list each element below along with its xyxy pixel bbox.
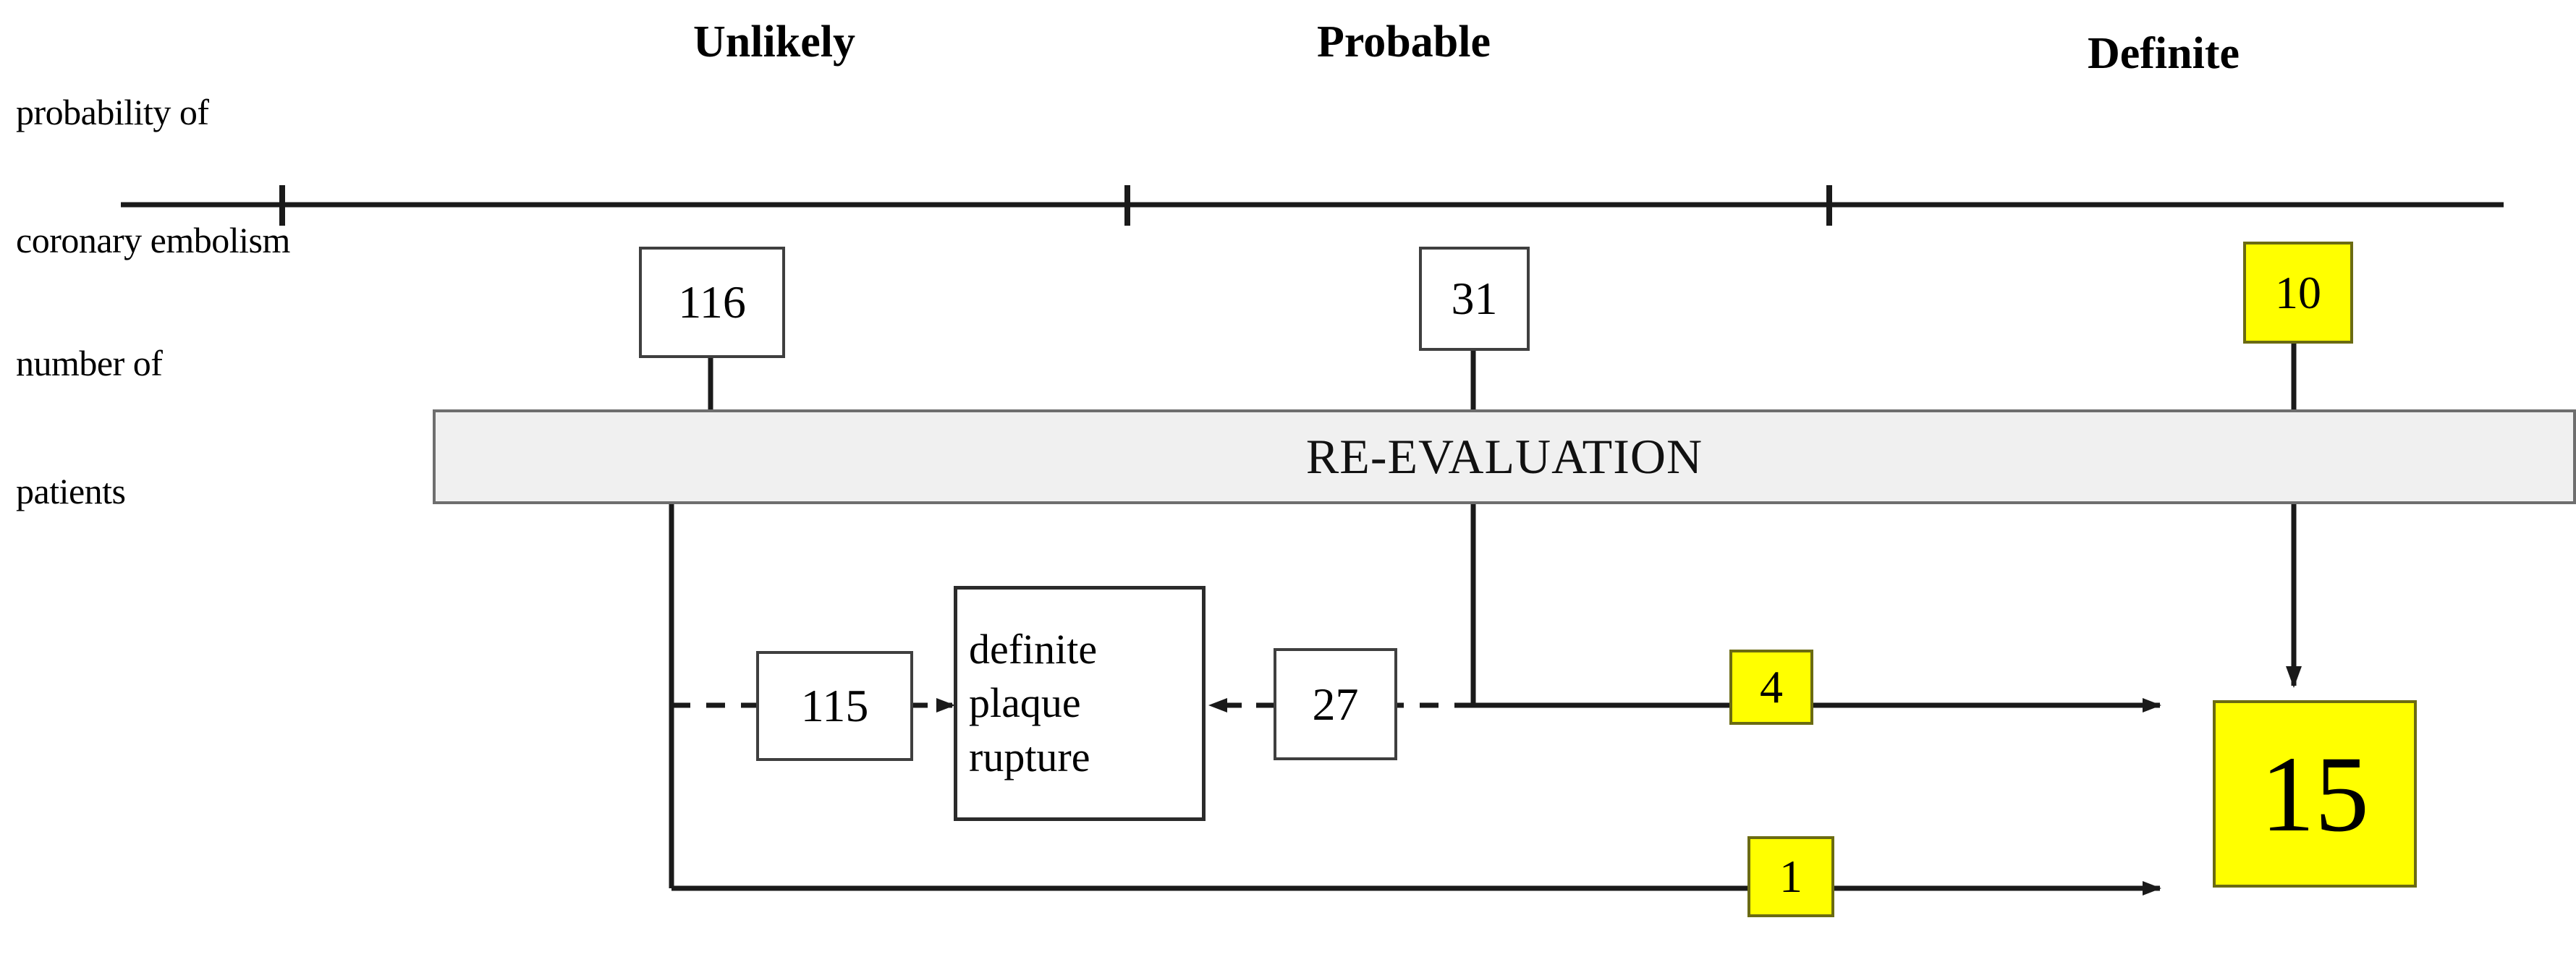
count-box-27[interactable]: 27 xyxy=(1274,648,1397,760)
patients-row-label: number of patients xyxy=(16,257,349,598)
re-evaluation-bar[interactable]: RE-EVALUATION xyxy=(433,409,2576,504)
count-box-unlikely[interactable]: 116 xyxy=(639,247,785,358)
definite-plaque-rupture-box[interactable]: definite plaque rupture xyxy=(954,586,1206,821)
plaque-line-2: plaque xyxy=(969,679,1081,727)
probability-axis-label-line1: probability of xyxy=(16,92,209,132)
probability-axis-label-line2: coronary embolism xyxy=(16,220,290,260)
plaque-line-1: definite xyxy=(969,626,1098,673)
count-box-reclassified-4[interactable]: 4 xyxy=(1729,650,1813,725)
count-box-total-15[interactable]: 15 xyxy=(2213,700,2417,888)
probability-axis-label: probability of coronary embolism xyxy=(16,6,392,347)
count-box-reclassified-1[interactable]: 1 xyxy=(1747,836,1834,917)
patients-row-label-line1: number of xyxy=(16,343,163,383)
plaque-line-3: rupture xyxy=(969,733,1090,781)
count-box-probable[interactable]: 31 xyxy=(1419,247,1530,351)
count-box-115[interactable]: 115 xyxy=(756,651,913,761)
patients-row-label-line2: patients xyxy=(16,471,126,511)
category-label-probable: Probable xyxy=(1317,17,1491,67)
category-label-definite: Definite xyxy=(2087,29,2240,78)
category-label-unlikely: Unlikely xyxy=(693,17,855,67)
count-box-definite[interactable]: 10 xyxy=(2243,242,2353,344)
